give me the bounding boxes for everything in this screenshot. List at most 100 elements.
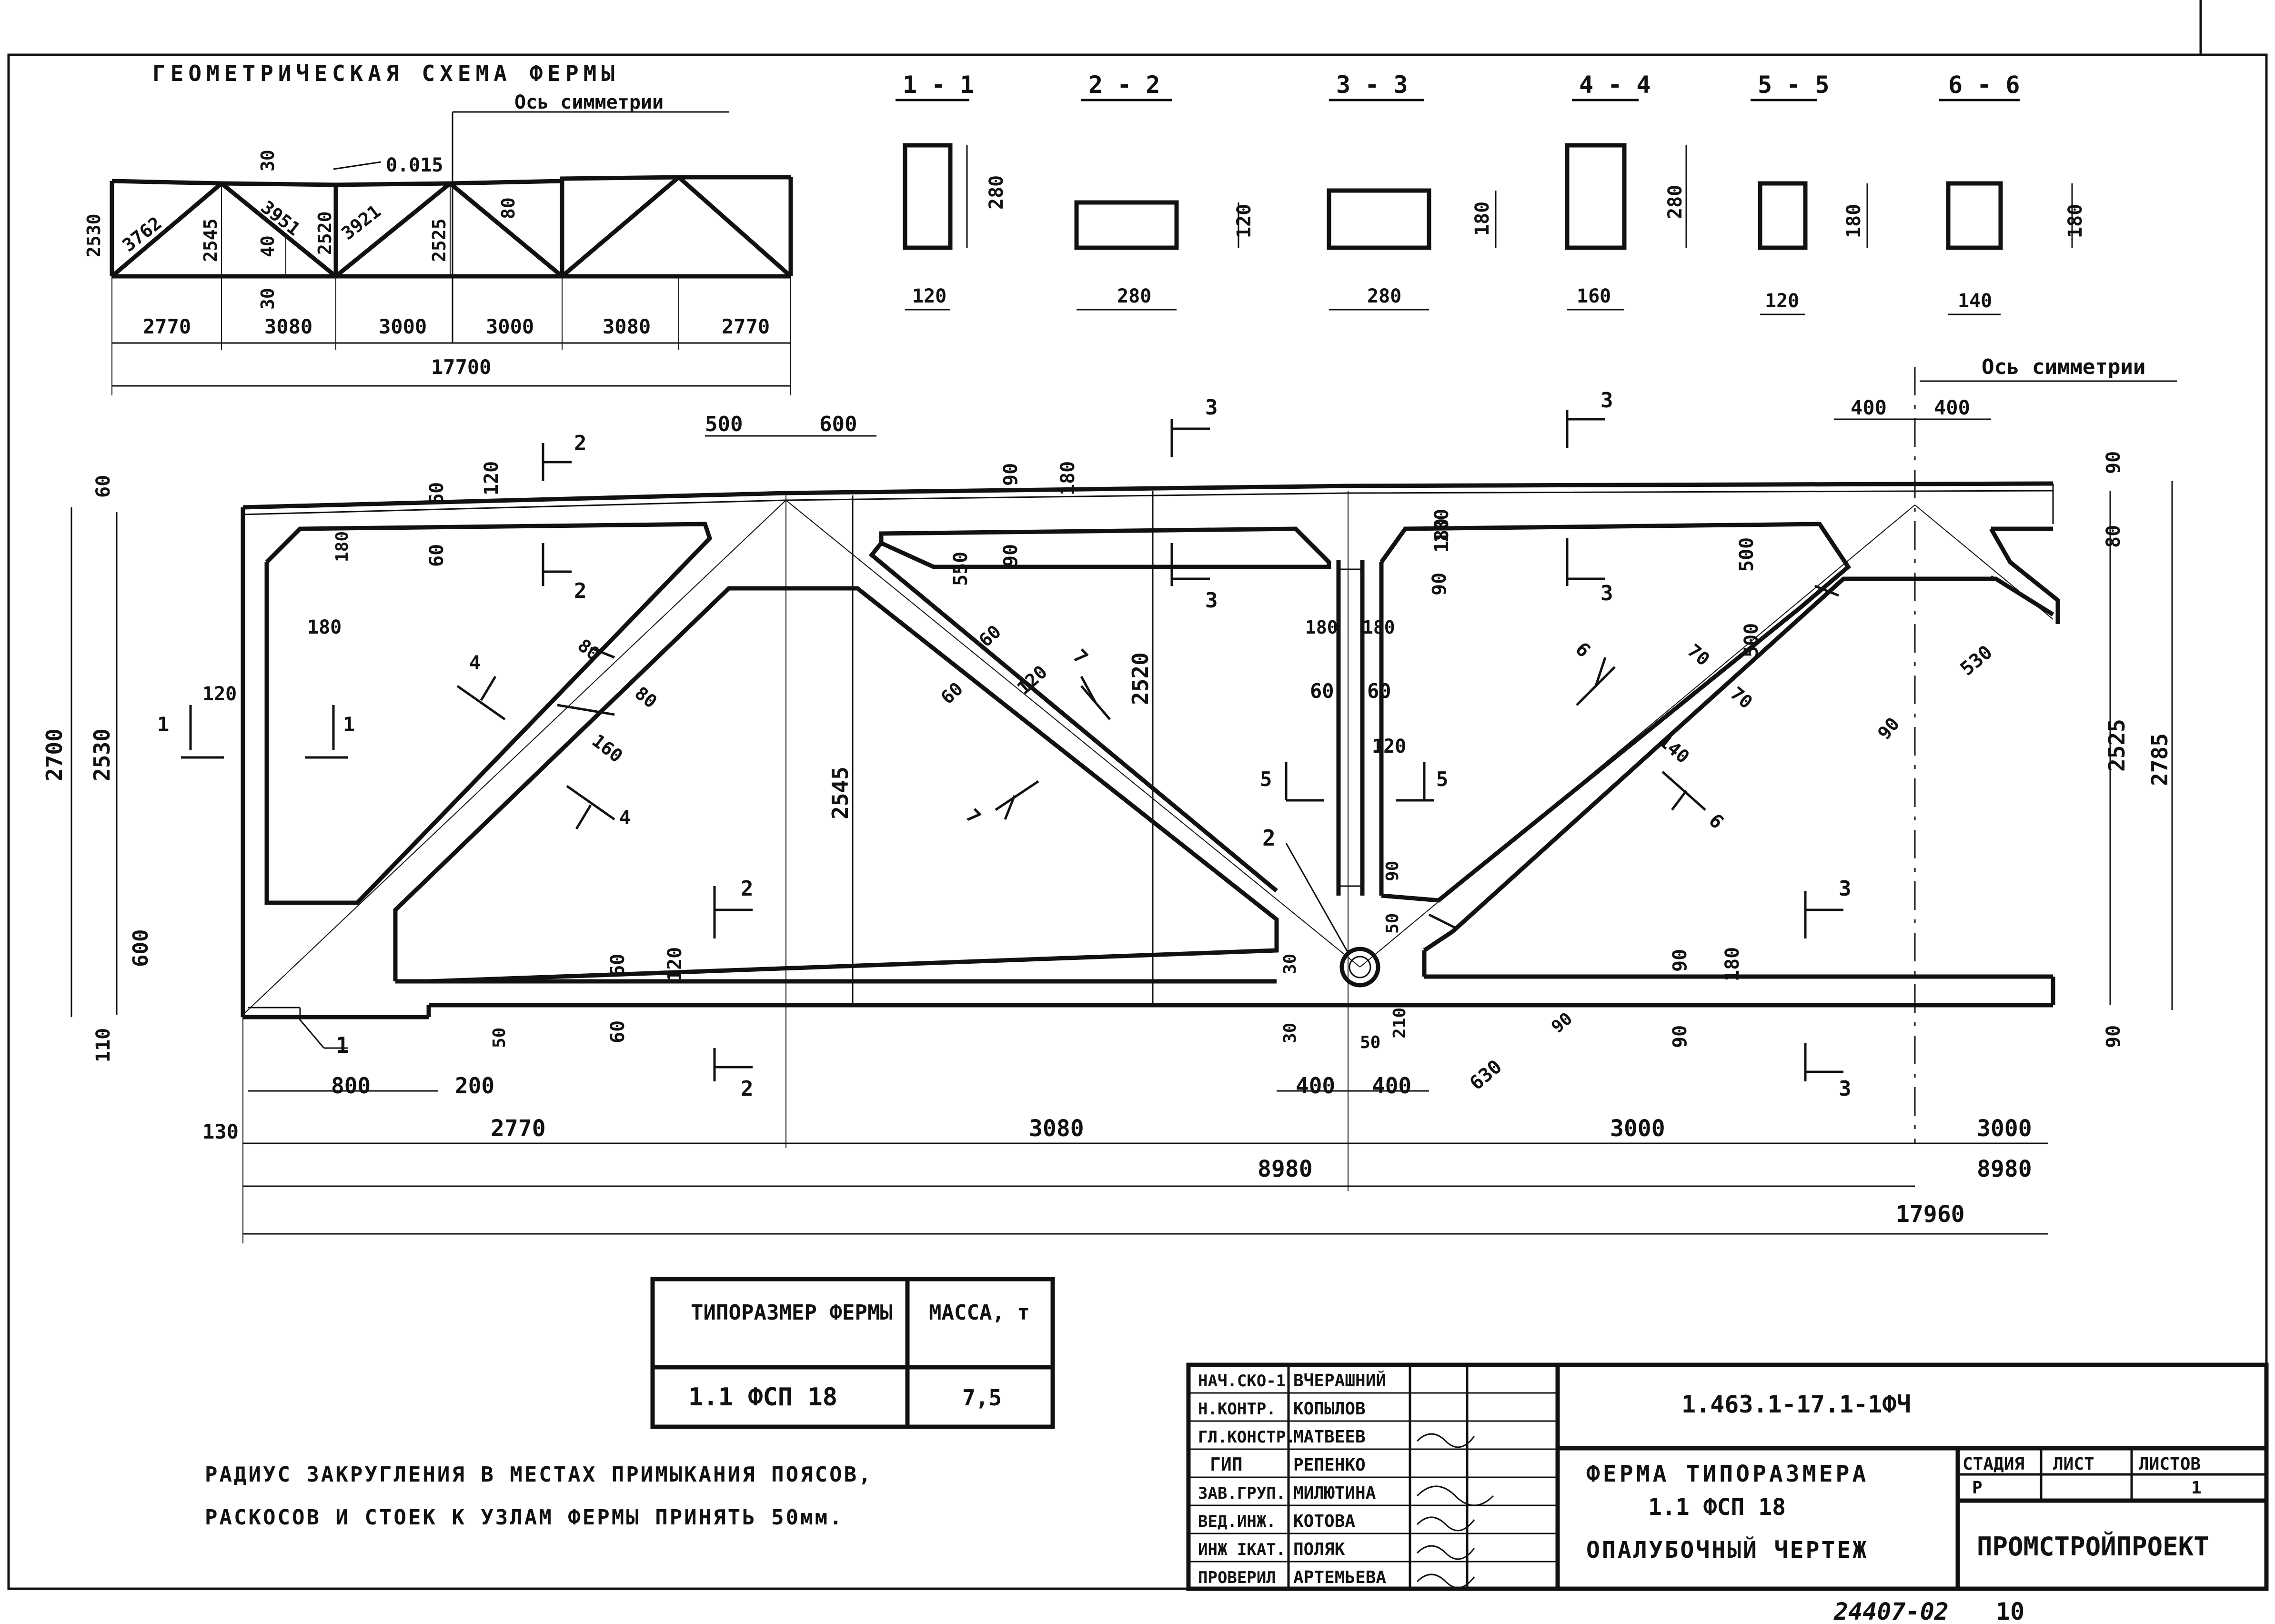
section-2-h: 120 <box>1233 204 1255 238</box>
dim-2520: 2520 <box>314 211 335 255</box>
left-dim-2700: 2700 <box>41 728 67 781</box>
mass-table-header-mass: МАССА, т <box>929 1301 1030 1325</box>
archive-number: 24407-02 <box>1833 1598 1949 1624</box>
idim-26: 530 <box>1956 641 1997 680</box>
section-2-title: 2 - 2 <box>1088 71 1160 99</box>
idim-41: 90 <box>1669 1025 1691 1048</box>
span-2: 3080 <box>264 315 312 338</box>
tb-name-5: КОТОВА <box>1293 1512 1355 1531</box>
tb-stage-val: Р <box>1972 1478 1983 1498</box>
span-3000b: 3000 <box>1977 1115 2032 1142</box>
mark-2b: 2 <box>574 579 587 603</box>
idim-27: 90 <box>1873 713 1903 743</box>
top-dim-400b: 400 <box>1934 396 1970 419</box>
idim-38: 50 <box>490 1028 509 1048</box>
mass-table-header-type: ТИПОРАЗМЕР ФЕРМЫ <box>691 1301 893 1325</box>
top-dim-400a: 400 <box>1851 396 1887 419</box>
idim-14: 180 <box>1431 509 1453 543</box>
left-dim-60: 60 <box>92 475 114 498</box>
tb-role-0: НАЧ.СКО-1 <box>1198 1372 1286 1391</box>
bottom-dim-200: 200 <box>455 1073 494 1099</box>
callout-2: 2 <box>1262 825 1276 851</box>
tb-name-3: РЕПЕНКО <box>1293 1455 1366 1475</box>
section-5-h: 180 <box>1843 204 1865 238</box>
idim-3: 180 <box>332 531 352 562</box>
tb-sheets-val: 1 <box>2191 1478 2202 1498</box>
mark-3b: 3 <box>1205 588 1218 613</box>
tb-role-1: Н.КОНТР. <box>1198 1400 1276 1419</box>
tb-role-6: ИНЖ ІКАТ. <box>1198 1540 1286 1559</box>
section-5-w: 120 <box>1765 290 1799 312</box>
idim-9: 180 <box>1305 617 1338 638</box>
section-6-h: 180 <box>2064 204 2086 238</box>
section-4-title: 4 - 4 <box>1579 71 1651 99</box>
mark-3d: 3 <box>1601 581 1613 605</box>
top-dim-500: 500 <box>705 412 743 436</box>
left-dim-600: 600 <box>129 929 153 967</box>
diag-3921: 3921 <box>337 201 384 244</box>
idim-10: 60 <box>1310 679 1334 703</box>
tb-title-1: ФЕРМА ТИПОРАЗМЕРА <box>1586 1461 1869 1487</box>
mark-1a: 1 <box>157 713 169 736</box>
bottom-dim-400b: 400 <box>1372 1073 1411 1099</box>
sheet-number: 10 <box>1996 1598 2024 1624</box>
mass-table: ТИПОРАЗМЕР ФЕРМЫ МАССА, т 1.1 ФСП 18 7,5 <box>650 1277 1055 1429</box>
idim-19: 60 <box>937 678 967 708</box>
signature-1 <box>1416 1433 1475 1448</box>
tb-sheets-head: ЛИСТОВ <box>2139 1454 2201 1474</box>
dim-30-bot: 30 <box>257 288 278 310</box>
sections: 1 - 1 280 120 2 - 2 120 280 3 - 3 180 28… <box>896 71 2086 315</box>
tb-name-7: АРТЕМЬЕВА <box>1293 1568 1386 1587</box>
span-total: 17700 <box>431 355 491 379</box>
tb-name-4: МИЛЮТИНА <box>1293 1483 1376 1503</box>
right-dim-80: 80 <box>2103 525 2124 548</box>
section-5-title: 5 - 5 <box>1758 71 1830 99</box>
section-4-h: 280 <box>1664 185 1686 219</box>
section-1-title: 1 - 1 <box>903 71 975 99</box>
span-5: 3080 <box>603 315 651 338</box>
section-3-title: 3 - 3 <box>1336 71 1408 99</box>
left-dim-120: 120 <box>202 683 237 705</box>
idim-5: 180 <box>1057 461 1079 495</box>
signature-2 <box>1416 1485 1494 1506</box>
right-dim-90b: 90 <box>2103 1025 2124 1048</box>
idim-0: 60 <box>426 482 448 505</box>
note-line-1: РАДИУС ЗАКРУГЛЕНИЯ В МЕСТАХ ПРИМЫКАНИЯ П… <box>205 1463 873 1487</box>
tb-title-3: ОПАЛУБОЧНЫЙ ЧЕРТЕЖ <box>1586 1536 1868 1563</box>
idim-8: 180 <box>1431 518 1453 553</box>
idim-40: 180 <box>1721 947 1743 981</box>
mark-2a: 2 <box>574 431 587 455</box>
section-3-h: 180 <box>1471 202 1493 236</box>
section-3-w: 280 <box>1367 285 1401 307</box>
signature-5 <box>1416 1574 1475 1589</box>
signature-3 <box>1416 1516 1475 1532</box>
idim-15: 500 <box>1736 537 1758 572</box>
dim-2530: 2530 <box>83 213 104 257</box>
idim-43: 90 <box>1548 1009 1576 1037</box>
dim-80: 80 <box>498 197 519 219</box>
span-3080: 3080 <box>1029 1115 1084 1142</box>
dim-2545: 2545 <box>200 218 221 262</box>
mark-2c: 2 <box>741 877 754 901</box>
section-6-w: 140 <box>1958 290 1992 312</box>
tb-code: 1.463.1-17.1-1ФЧ <box>1681 1391 1911 1418</box>
tb-name-1: КОПЫЛОВ <box>1293 1399 1366 1419</box>
tb-role-4: ЗАВ.ГРУП. <box>1198 1484 1286 1503</box>
idim-39: 90 <box>1669 949 1691 972</box>
idim-32: 30 <box>1280 1023 1300 1043</box>
section-2-w: 280 <box>1117 285 1151 307</box>
mark-6b: 6 <box>1704 810 1728 834</box>
mark-3a: 3 <box>1205 395 1218 420</box>
idim-90-node: 90 <box>1383 861 1402 881</box>
tb-title-2: 1.1 ФСП 18 <box>1648 1494 1786 1521</box>
main-symmetry-axis: Ось симметрии <box>1982 355 2145 379</box>
sheet-frame <box>7 53 2268 1590</box>
height-2785: 2785 <box>2147 733 2173 786</box>
idim-34: 210 <box>1390 1008 1409 1039</box>
idim-11: 60 <box>1367 679 1391 703</box>
half-8980a: 8980 <box>1258 1156 1313 1182</box>
idim-36: 120 <box>664 947 686 981</box>
idim-18: 160 <box>588 730 626 767</box>
span-130: 130 <box>202 1120 239 1143</box>
note-line-2: РАСКОСОВ И СТОЕК К УЗЛАМ ФЕРМЫ ПРИНЯТЬ 5… <box>205 1505 844 1530</box>
